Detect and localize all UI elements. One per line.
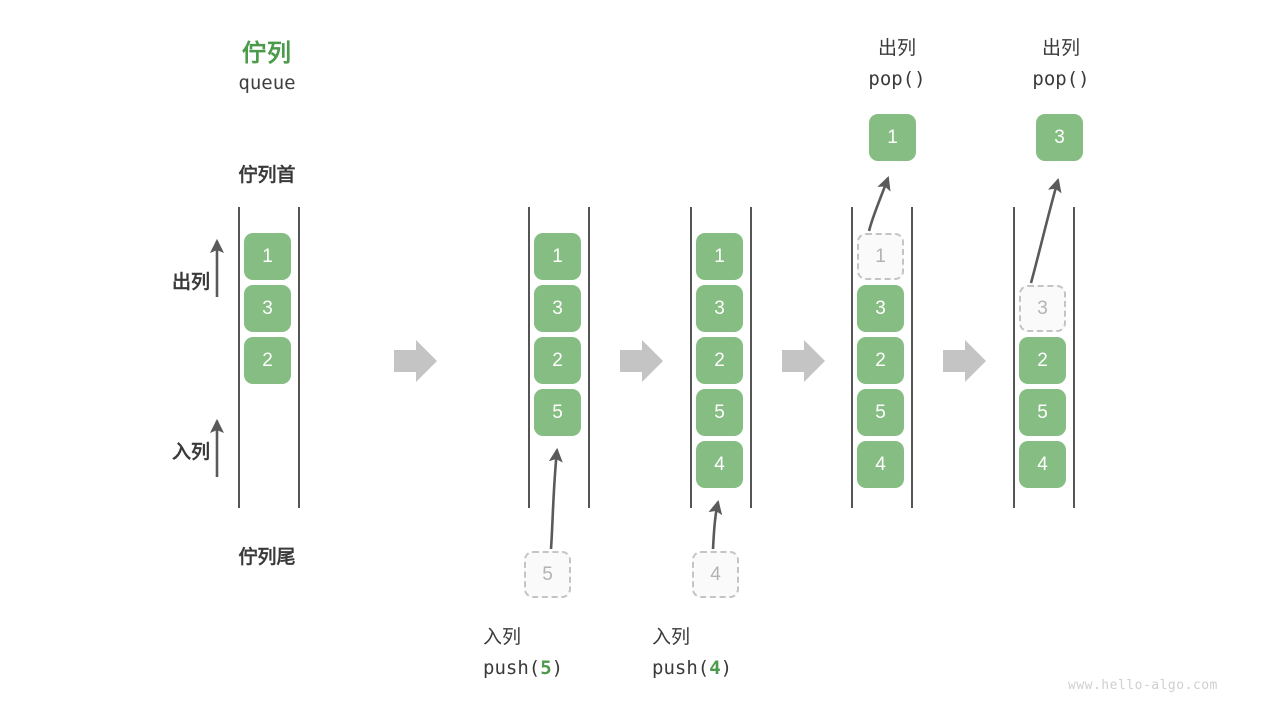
queue-rail-left-4 — [851, 207, 853, 508]
queue-head-label: 佇列首 — [238, 165, 296, 186]
queue-node: 5 — [696, 389, 743, 436]
incoming-node-ghost: 5 — [524, 551, 571, 598]
outgoing-node: 1 — [869, 114, 916, 161]
enqueue-direction-label: 入列 — [171, 442, 210, 463]
code-suffix: ) — [551, 657, 564, 679]
queue-node: 4 — [1019, 441, 1066, 488]
stage-caption-code: pop() — [868, 68, 926, 90]
queue-node: 5 — [534, 389, 581, 436]
code-arg: 4 — [709, 657, 721, 679]
page-title-cn: 佇列 — [242, 40, 292, 67]
queue-tail-label: 佇列尾 — [238, 547, 296, 568]
code-arg: 5 — [540, 657, 552, 679]
queue-rail-left-1 — [238, 207, 240, 508]
queue-node: 3 — [857, 285, 904, 332]
push-5-arrow — [548, 447, 563, 550]
queue-node: 1 — [696, 233, 743, 280]
queue-node: 3 — [244, 285, 291, 332]
queue-node: 3 — [696, 285, 743, 332]
code-suffix: ) — [720, 657, 733, 679]
flow-arrow-1 — [394, 340, 437, 382]
flow-arrow-4 — [943, 340, 986, 382]
queue-node-ghost: 1 — [857, 233, 904, 280]
queue-node: 4 — [857, 441, 904, 488]
outgoing-node: 3 — [1036, 114, 1083, 161]
push-4-arrow — [708, 499, 723, 550]
queue-node: 2 — [857, 337, 904, 384]
queue-rail-right-4 — [911, 207, 913, 508]
queue-rail-left-3 — [690, 207, 692, 508]
stage-caption-code: pop() — [1032, 68, 1090, 90]
queue-rail-right-5 — [1073, 207, 1075, 508]
queue-rail-left-2 — [528, 207, 530, 508]
stage-caption-code: push(5) — [483, 657, 683, 679]
queue-node: 4 — [696, 441, 743, 488]
dequeue-direction-label: 出列 — [171, 272, 210, 293]
page-title-en: queue — [238, 72, 296, 94]
queue-node: 1 — [244, 233, 291, 280]
queue-node: 1 — [534, 233, 581, 280]
incoming-node-ghost: 4 — [692, 551, 739, 598]
stage-caption-cn: 入列 — [483, 627, 522, 648]
pop-1-arrow — [867, 176, 891, 232]
flow-arrow-3 — [782, 340, 825, 382]
queue-rail-left-5 — [1013, 207, 1015, 508]
flow-arrow-2 — [620, 340, 663, 382]
watermark: www.hello-algo.com — [1068, 678, 1218, 693]
queue-node: 5 — [857, 389, 904, 436]
queue-node: 2 — [244, 337, 291, 384]
code-prefix: push( — [652, 657, 710, 679]
stage-caption-cn: 出列 — [1041, 38, 1080, 59]
stage-caption-code: push(4) — [652, 657, 852, 679]
pop-3-arrow — [1029, 177, 1062, 284]
queue-node: 2 — [696, 337, 743, 384]
queue-node: 5 — [1019, 389, 1066, 436]
queue-node: 2 — [534, 337, 581, 384]
queue-node-ghost: 3 — [1019, 285, 1066, 332]
code-prefix: push( — [483, 657, 541, 679]
queue-node: 2 — [1019, 337, 1066, 384]
stage-caption-cn: 入列 — [652, 627, 691, 648]
queue-rail-right-1 — [298, 207, 300, 508]
stage-caption-cn: 出列 — [877, 38, 916, 59]
queue-node: 3 — [534, 285, 581, 332]
queue-rail-right-3 — [750, 207, 752, 508]
queue-rail-right-2 — [588, 207, 590, 508]
